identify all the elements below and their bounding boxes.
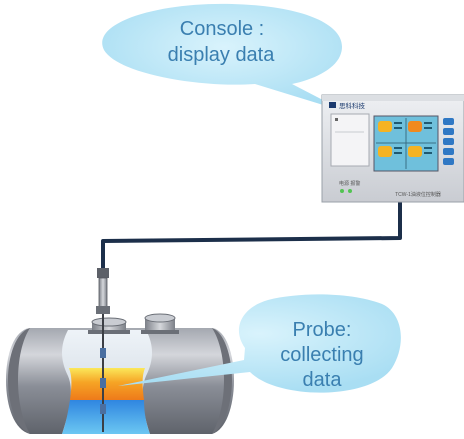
- signal-cable: [101, 200, 402, 268]
- console-callout-line1: Console :: [180, 18, 265, 40]
- water-layer: [62, 400, 150, 434]
- console-brand: 思科科技: [339, 101, 366, 110]
- probe-callout-bubble: [118, 294, 401, 393]
- tank-manhole-right: [141, 313, 179, 334]
- screen-tank-3: [378, 146, 392, 157]
- tank-end-right: [212, 328, 232, 434]
- console-button-2[interactable]: [443, 128, 454, 135]
- console-button-1[interactable]: [443, 118, 454, 125]
- fuel-layer: [69, 368, 145, 400]
- console-button-3[interactable]: [443, 138, 454, 145]
- probe-float-2: [100, 378, 106, 388]
- level-probe: [96, 268, 110, 432]
- probe-float-1: [100, 348, 106, 358]
- screen-tank-4: [408, 146, 422, 157]
- screen-tank-1: [378, 121, 392, 132]
- console-paper-panel: [330, 113, 370, 167]
- status-led-alarm: [348, 189, 352, 193]
- console-status-label: 电源 报警: [339, 180, 360, 187]
- console-callout: Console : display data: [102, 3, 346, 113]
- console-model: TCW-1油液位控制器: [395, 191, 441, 198]
- console-callout-bubble: [102, 3, 346, 113]
- probe-callout: Probe: collecting data: [118, 294, 401, 393]
- console-paper-marker: [335, 118, 338, 121]
- probe-callout-line3: data: [303, 369, 343, 391]
- tank-manhole-left: [88, 317, 130, 334]
- tank-end-left: [8, 328, 30, 434]
- screen-tank-2: [408, 121, 422, 132]
- console-unit: 思科科技 电源 报警 TCW-1油液位控制器: [321, 94, 464, 203]
- console-buttons[interactable]: [443, 118, 454, 165]
- console-top-edge: [322, 95, 464, 101]
- console-button-5[interactable]: [443, 158, 454, 165]
- console-logo: 思科科技: [329, 101, 366, 110]
- screen-readouts: [394, 122, 432, 154]
- fuel-tank: [6, 268, 234, 434]
- console-callout-line2: display data: [168, 44, 276, 66]
- probe-callout-line2: collecting: [280, 344, 363, 366]
- console-button-4[interactable]: [443, 148, 454, 155]
- probe-callout-line1: Probe:: [293, 319, 352, 341]
- status-led-power: [340, 189, 344, 193]
- probe-float-3: [100, 404, 106, 414]
